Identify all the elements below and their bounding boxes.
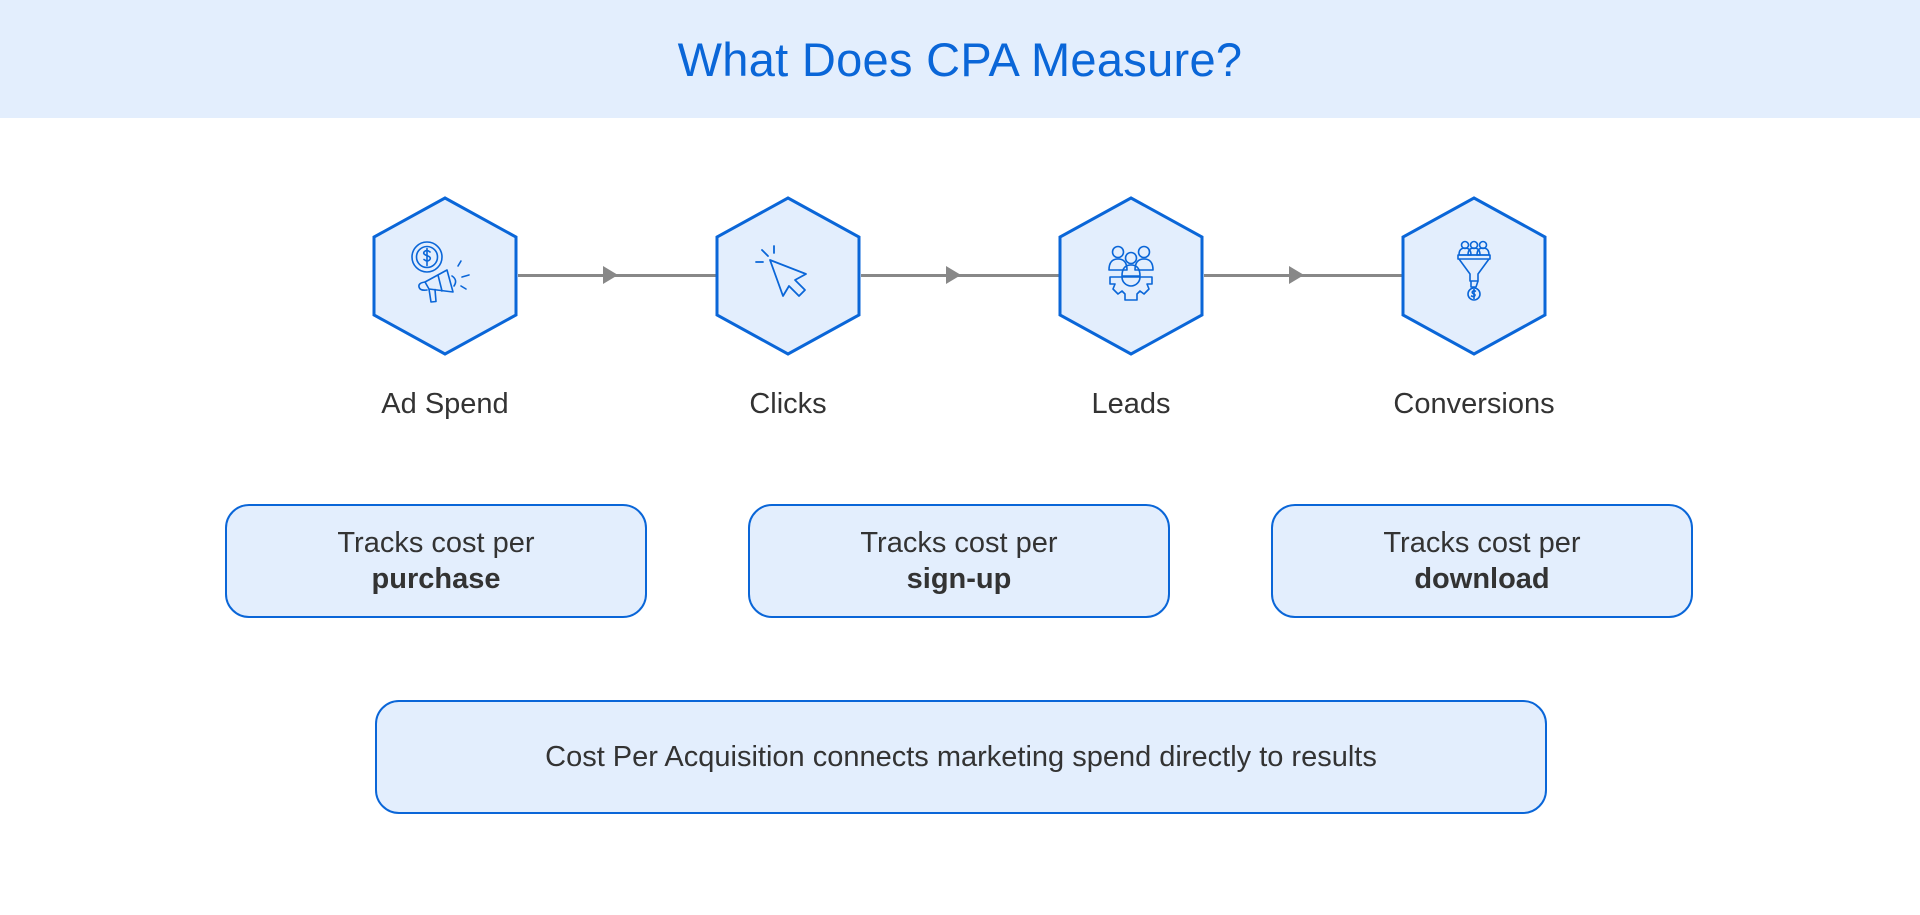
people-gear-icon (1108, 245, 1154, 301)
money-megaphone-icon (411, 241, 470, 303)
arrow-right-icon (603, 266, 618, 284)
cursor-click-icon (755, 245, 807, 297)
step-leads (1058, 196, 1204, 356)
hexagon-shape (1401, 196, 1547, 356)
hexagon-shape (372, 196, 518, 356)
info-box-text: Tracks cost per (337, 527, 535, 559)
step-label-conversions: Conversions (1393, 388, 1555, 420)
step-label-leads: Leads (1091, 388, 1171, 420)
arrow-right-icon (1289, 266, 1304, 284)
summary-box: Cost Per Acquisition connects marketing … (375, 700, 1547, 814)
step-ad-spend (372, 196, 518, 356)
info-box-purchase: Tracks cost per purchase (225, 504, 647, 618)
hexagon-shape (715, 196, 861, 356)
header-banner: What Does CPA Measure? (0, 0, 1920, 118)
arrow-right-icon (946, 266, 961, 284)
info-box-sign-up: Tracks cost per sign-up (748, 504, 1170, 618)
page-title: What Does CPA Measure? (677, 32, 1243, 86)
info-box-highlight: purchase (371, 563, 501, 595)
step-conversions (1401, 196, 1547, 356)
summary-text: Cost Per Acquisition connects marketing … (545, 740, 1377, 773)
step-clicks (715, 196, 861, 356)
info-box-highlight: sign-up (906, 563, 1012, 595)
step-label-ad-spend: Ad Spend (381, 388, 509, 420)
step-label-clicks: Clicks (749, 388, 827, 420)
info-box-highlight: download (1414, 563, 1550, 595)
info-box-text: Tracks cost per (1383, 527, 1581, 559)
info-box-text: Tracks cost per (860, 527, 1058, 559)
info-box-download: Tracks cost per download (1271, 504, 1693, 618)
funnel-dollar-icon (1457, 240, 1491, 301)
